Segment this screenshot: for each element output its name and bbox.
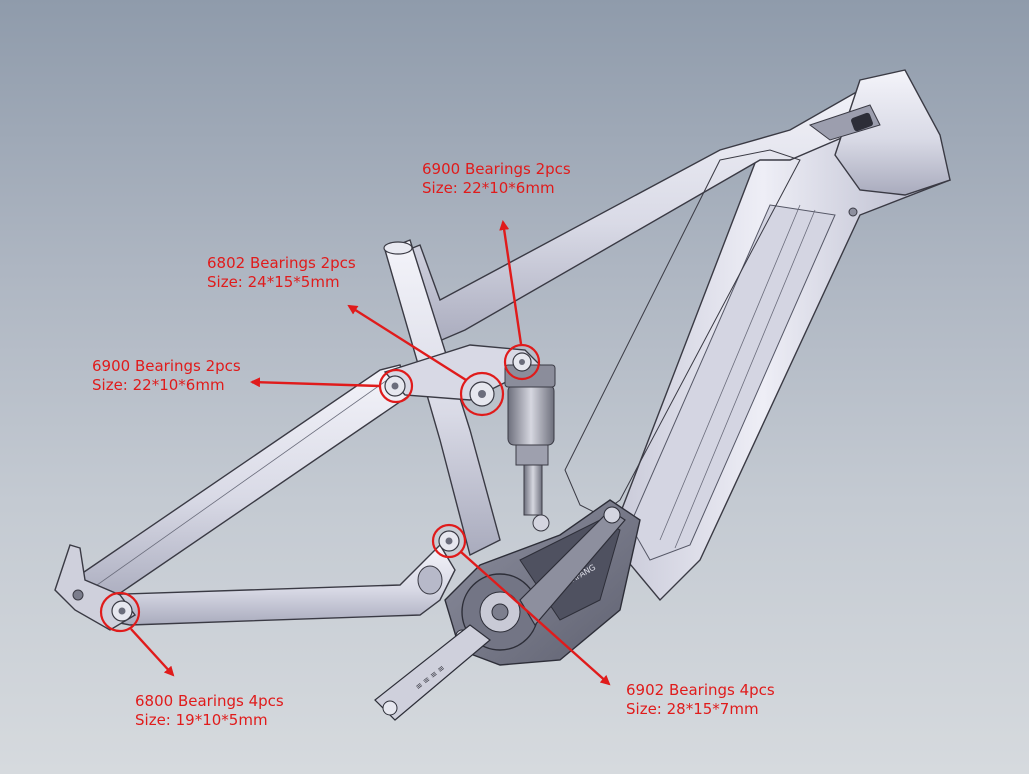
highlight-ring-rear-dropout bbox=[99, 591, 141, 633]
callout-rocker-main: 6802 Bearings 2pcs Size: 24*15*5mm bbox=[207, 254, 356, 292]
highlight-ring-rocker-upper bbox=[503, 343, 541, 381]
callout-rear-dropout: 6800 Bearings 4pcs Size: 19*10*5mm bbox=[135, 692, 284, 730]
callout-size: Size: 24*15*5mm bbox=[207, 273, 340, 291]
arrow-rocker-main bbox=[347, 304, 467, 382]
callout-title: 6902 Bearings 4pcs bbox=[626, 681, 775, 699]
arrow-rear-dropout bbox=[130, 628, 175, 677]
callout-seatstay-pivot: 6900 Bearings 2pcs Size: 22*10*6mm bbox=[92, 357, 241, 395]
callout-title: 6800 Bearings 4pcs bbox=[135, 692, 284, 710]
callout-size: Size: 22*10*6mm bbox=[92, 376, 225, 394]
arrow-rocker-upper bbox=[499, 220, 523, 345]
arrow-main-pivot bbox=[460, 551, 611, 686]
callout-size: Size: 19*10*5mm bbox=[135, 711, 268, 729]
cable-port-icon bbox=[851, 112, 873, 132]
callout-title: 6900 Bearings 2pcs bbox=[422, 160, 571, 178]
callout-main-pivot: 6902 Bearings 4pcs Size: 28*15*7mm bbox=[626, 681, 775, 719]
rear-shock bbox=[504, 364, 556, 532]
head-tube bbox=[834, 69, 951, 196]
callout-title: 6802 Bearings 2pcs bbox=[207, 254, 356, 272]
seat-stay bbox=[63, 364, 411, 606]
arrow-seatstay bbox=[250, 377, 381, 388]
callout-size: Size: 28*15*7mm bbox=[626, 700, 759, 718]
callout-size: Size: 22*10*6mm bbox=[422, 179, 555, 197]
battery-cover bbox=[629, 204, 836, 561]
callout-rocker-upper: 6900 Bearings 2pcs Size: 22*10*6mm bbox=[422, 160, 571, 198]
crank-arm-rear bbox=[519, 509, 626, 627]
highlight-ring-rocker-main bbox=[459, 371, 505, 417]
callout-title: 6900 Bearings 2pcs bbox=[92, 357, 241, 375]
highlight-ring-main-pivot bbox=[431, 523, 467, 559]
